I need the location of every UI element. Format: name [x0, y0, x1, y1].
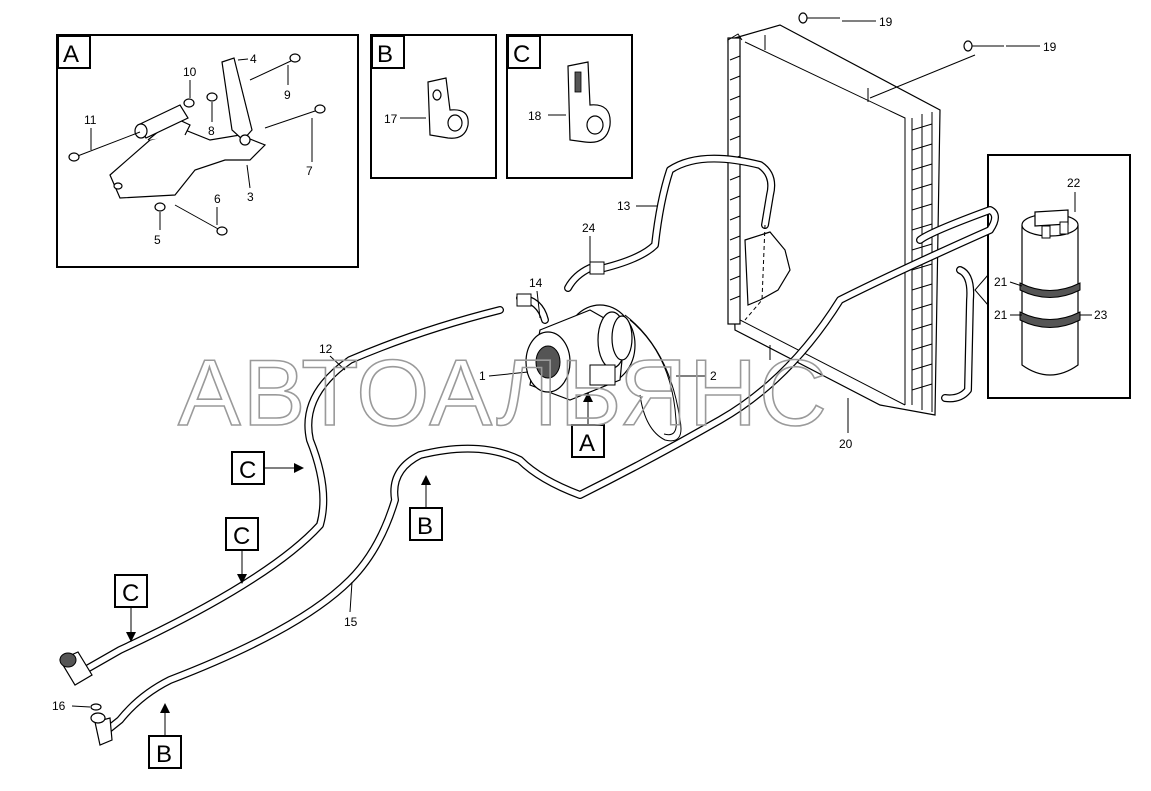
callout-24: 24 [582, 221, 596, 235]
receiver-drier-box: 22 21 21 23 [974, 154, 1131, 399]
detail-box-a: A 4 10 9 11 8 7 3 6 [56, 34, 359, 268]
main-callouts: 19 19 13 24 14 12 1 2 20 15 16 [52, 15, 1057, 713]
callout-17: 17 [384, 112, 398, 126]
callout-19b: 19 [1043, 40, 1057, 54]
callout-20: 20 [839, 437, 853, 451]
callout-8: 8 [208, 124, 215, 138]
callout-4: 4 [250, 52, 257, 66]
callout-14: 14 [529, 276, 543, 290]
detail-b-label: B [377, 41, 393, 68]
callout-10: 10 [183, 65, 197, 79]
hoses [59, 154, 999, 746]
detail-box-c: C 18 [506, 34, 633, 179]
view-marker-c2: C [233, 523, 250, 550]
callout-2: 2 [710, 369, 717, 383]
callout-21b: 21 [994, 308, 1008, 322]
view-marker-b1: B [417, 513, 433, 540]
view-marker-a: A [579, 430, 595, 457]
view-marker-c1: C [239, 457, 256, 484]
detail-a-label: A [63, 41, 79, 68]
callout-23: 23 [1094, 308, 1108, 322]
callout-6: 6 [214, 192, 221, 206]
view-marker-b2: B [156, 741, 172, 768]
callout-11: 11 [84, 113, 97, 127]
compressor [525, 304, 682, 442]
callout-16: 16 [52, 699, 66, 713]
callout-12: 12 [319, 342, 333, 356]
callout-3: 3 [247, 190, 254, 204]
callout-19a: 19 [879, 15, 893, 29]
callout-18: 18 [528, 109, 542, 123]
condenser [727, 12, 1004, 416]
callout-9: 9 [284, 88, 291, 102]
callout-22: 22 [1067, 176, 1081, 190]
view-marker-c3: C [122, 580, 139, 607]
condenser-fins [729, 55, 933, 412]
detail-box-b: B 17 [370, 34, 497, 179]
detail-c-label: C [513, 41, 530, 68]
callout-13: 13 [617, 199, 631, 213]
view-markers: A B C C C B [114, 392, 605, 769]
callout-21a: 21 [994, 275, 1008, 289]
callout-15: 15 [344, 615, 358, 629]
callout-1: 1 [479, 369, 486, 383]
callout-5: 5 [154, 233, 161, 247]
callout-7: 7 [306, 164, 313, 178]
watermark: АВТОАЛЬЯНС [178, 340, 829, 445]
